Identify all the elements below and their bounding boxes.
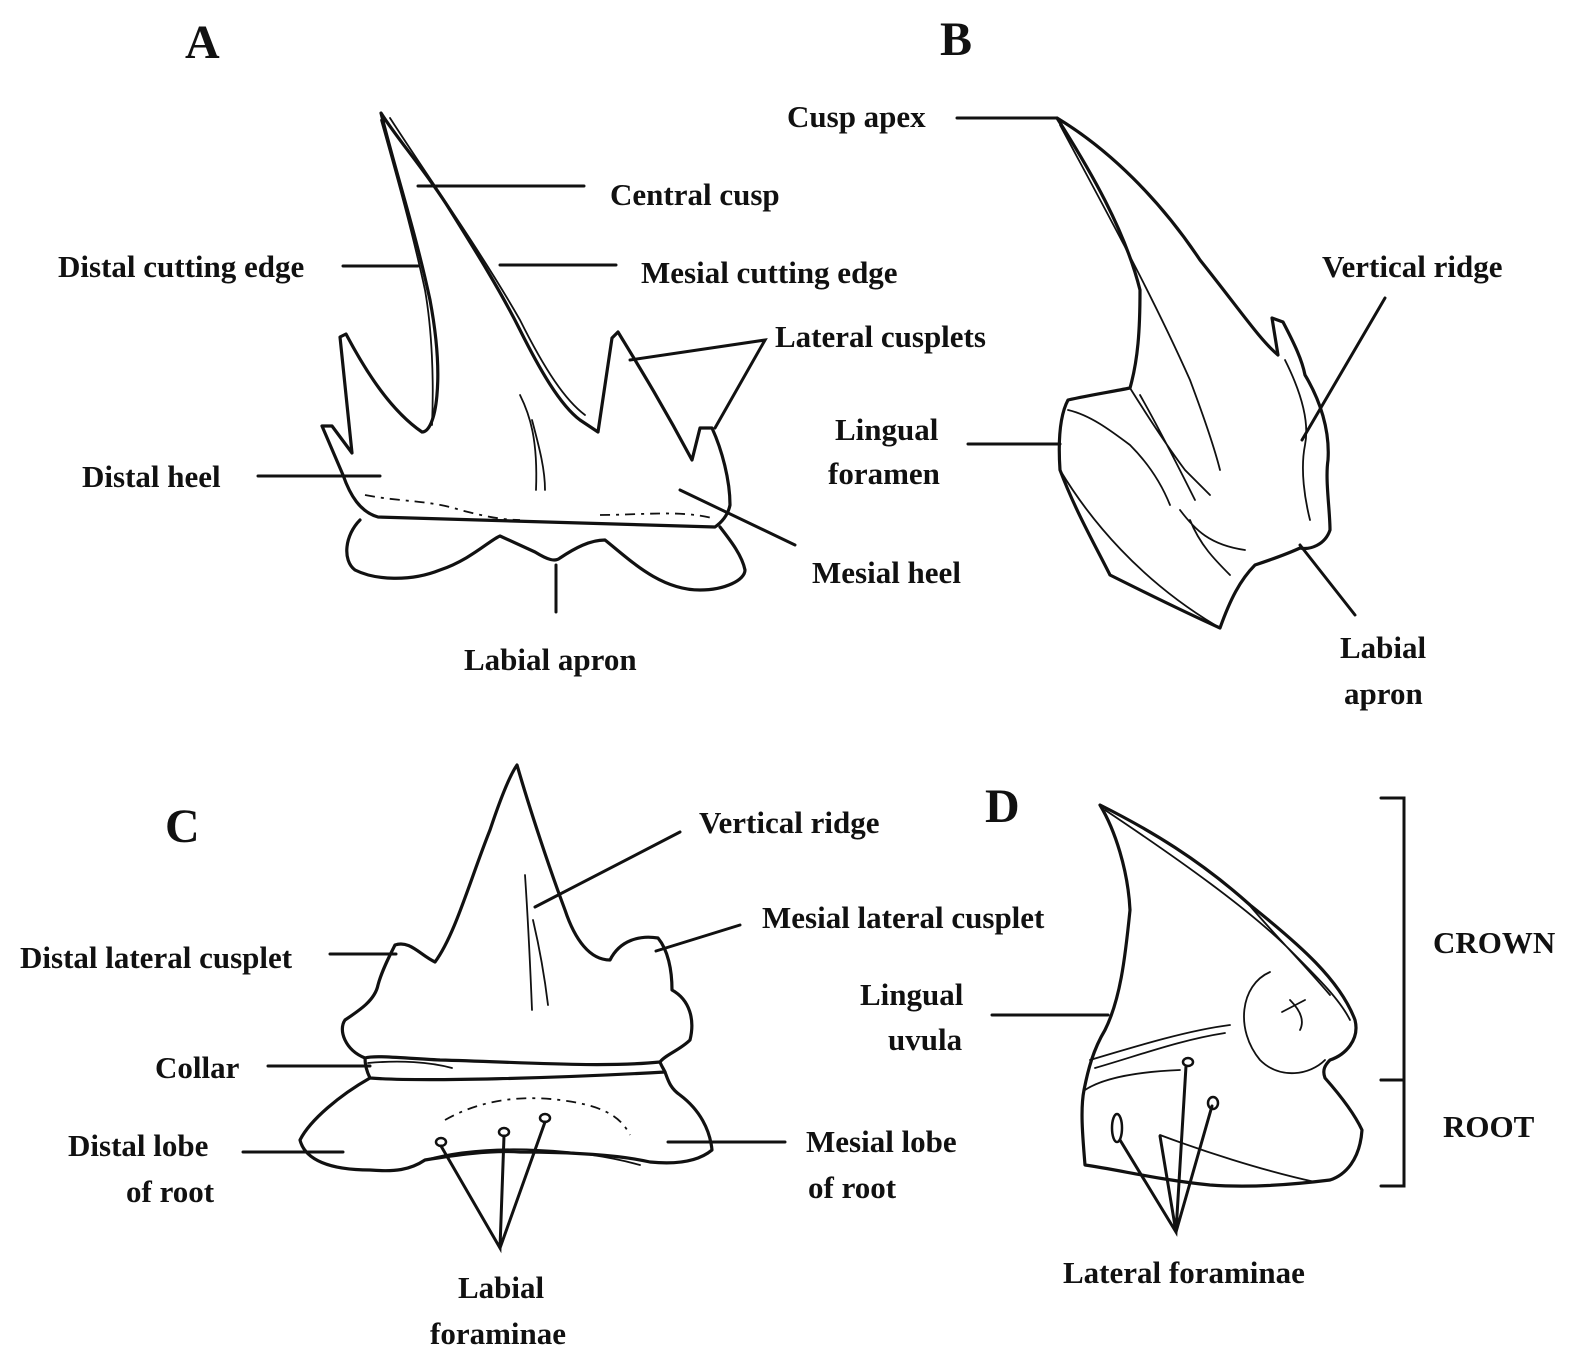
label-distal-lobe-1: Distal lobe	[68, 1128, 208, 1163]
label-cusp-apex: Cusp apex	[787, 99, 926, 134]
panel-a-heel-boundary	[365, 495, 712, 520]
panel-d: D Lingual uvula Lateral foraminae CROWN …	[860, 780, 1555, 1290]
leader-labial-apron-b	[1300, 545, 1355, 615]
label-lingual-uvula-2: uvula	[888, 1022, 963, 1057]
label-vertical-ridge-b: Vertical ridge	[1322, 249, 1503, 284]
leader-labial-foraminae	[441, 1122, 545, 1248]
label-vertical-ridge-c: Vertical ridge	[699, 805, 880, 840]
panel-d-foramen-1	[1183, 1058, 1193, 1066]
root-bracket	[1381, 1080, 1404, 1186]
label-collar: Collar	[155, 1050, 240, 1085]
label-root: ROOT	[1443, 1109, 1535, 1144]
label-lingual-foramen-1: Lingual	[835, 412, 939, 447]
panel-d-uvula	[1244, 972, 1325, 1073]
panel-c: C Vertical ridge Mesial lateral cusplet …	[20, 765, 1045, 1351]
label-distal-cutting-edge: Distal cutting edge	[58, 249, 304, 284]
panel-c-letter: C	[165, 800, 200, 853]
leader-mesial-heel	[680, 490, 795, 545]
panel-a-root-outline	[347, 520, 745, 590]
label-lingual-foramen-2: foramen	[828, 456, 940, 491]
label-distal-lateral-cusplet: Distal lateral cusplet	[20, 940, 293, 975]
label-distal-heel: Distal heel	[82, 459, 221, 494]
panel-d-cusp-inner	[1105, 810, 1350, 1020]
label-distal-lobe-2: of root	[126, 1174, 215, 1209]
label-mesial-lobe-1: Mesial lobe	[806, 1124, 957, 1159]
label-lateral-foraminae: Lateral foraminae	[1063, 1255, 1305, 1290]
panel-d-foramen-3	[1112, 1114, 1122, 1142]
label-mesial-heel: Mesial heel	[812, 555, 961, 590]
leader-lateral-foraminae	[1120, 1066, 1212, 1232]
label-labial-foraminae-2: foraminae	[430, 1316, 566, 1351]
label-mesial-lateral-cusplet: Mesial lateral cusplet	[762, 900, 1045, 935]
label-labial-apron-b-2: apron	[1344, 676, 1423, 711]
label-labial-apron-a: Labial apron	[464, 642, 637, 677]
panel-b-cusplet	[1130, 388, 1210, 500]
label-lingual-uvula-1: Lingual	[860, 977, 964, 1012]
panel-c-vertical-ridge-line	[525, 875, 548, 1010]
panel-b: B Cusp apex Vertical ridge Lingual foram…	[787, 13, 1503, 711]
label-labial-foraminae-1: Labial	[458, 1270, 545, 1305]
leader-vertical-ridge-c	[535, 832, 680, 907]
leader-vertical-ridge-b	[1302, 298, 1385, 440]
panel-d-tooth-outline	[1082, 805, 1362, 1186]
panel-a-lateral-ridge	[520, 395, 545, 490]
panel-b-root-lines	[1060, 410, 1245, 625]
panel-c-crown-outline	[342, 765, 691, 1065]
panel-c-collar-inner	[368, 1062, 452, 1068]
panel-b-letter: B	[940, 13, 972, 66]
label-lateral-cusplets: Lateral cusplets	[775, 319, 986, 354]
label-central-cusp: Central cusp	[610, 177, 780, 212]
label-crown: CROWN	[1433, 925, 1555, 960]
panel-d-root-inner	[1160, 1135, 1315, 1182]
panel-c-root-dash	[445, 1098, 630, 1135]
label-mesial-cutting-edge: Mesial cutting edge	[641, 255, 898, 290]
crown-bracket	[1381, 798, 1404, 1080]
label-mesial-lobe-2: of root	[808, 1170, 897, 1205]
panel-a-letter: A	[185, 16, 220, 69]
panel-b-ridge-line	[1285, 360, 1310, 520]
panel-d-collar	[1085, 1025, 1230, 1090]
leader-mesial-lateral-cusplet	[656, 925, 740, 951]
label-labial-apron-b-1: Labial	[1340, 630, 1427, 665]
panel-c-root-outline	[300, 1072, 712, 1171]
panel-a-tooth-crown-outline	[322, 113, 730, 527]
panel-d-letter: D	[985, 780, 1020, 833]
